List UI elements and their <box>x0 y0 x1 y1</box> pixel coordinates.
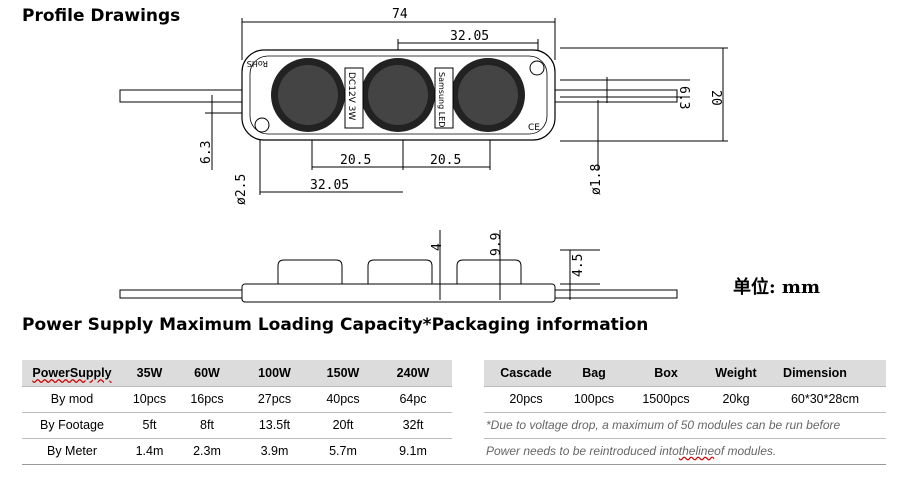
cell-cascade: 20pcs <box>509 392 543 406</box>
dim-height: 20 <box>708 90 723 106</box>
dim-side-4-5: 4.5 <box>571 254 586 277</box>
profile-drawing: 74 32.05 20.5 20.5 32.05 20 6.3 6.3 ø2.5… <box>119 7 728 303</box>
cell: 40pcs <box>326 392 360 406</box>
cell: 13.5ft <box>258 418 291 432</box>
header-240w: 240W <box>396 366 430 380</box>
cell: 10pcs <box>132 392 167 406</box>
dim-side-9-9: 9.9 <box>489 233 504 256</box>
dim-hole: ø2.5 <box>234 174 249 205</box>
led-lens-right <box>451 58 525 132</box>
ce-label: CE <box>528 123 540 133</box>
note-voltage-drop: *Due to voltage drop, a maximum of 50 mo… <box>486 418 841 432</box>
header-35w: 35W <box>136 366 163 380</box>
cell: 9.1m <box>399 444 427 458</box>
dim-wire: ø1.8 <box>589 164 604 195</box>
led-lens-left <box>271 58 345 132</box>
header-60w: 60W <box>194 366 220 380</box>
cell: 64pc <box>399 392 427 406</box>
note-text-a: Power needs to be reintroduced into <box>486 444 679 458</box>
note-text-c: of modules. <box>714 444 777 458</box>
dim-total-width: 74 <box>392 7 408 22</box>
header-150w: 150W <box>326 366 360 380</box>
cell-bag: 100pcs <box>573 392 615 406</box>
header-bag: Bag <box>582 366 606 380</box>
dim-pitch-bottom: 32.05 <box>310 178 349 193</box>
row-label-mod: By mod <box>50 392 94 406</box>
rohs-label: RoHS <box>247 59 268 68</box>
cell: 20ft <box>332 418 354 432</box>
cell: 16pcs <box>190 392 224 406</box>
mount-hole-left <box>254 117 270 133</box>
unit-label: 单位: mm <box>733 277 821 298</box>
dim-gap-left: 20.5 <box>340 153 371 168</box>
dim-ear-right: 6.3 <box>676 86 691 109</box>
cell-box: 1500pcs <box>642 392 690 406</box>
cell: 5.7m <box>329 444 357 458</box>
note-text-b: theline <box>678 444 715 458</box>
cell: 5ft <box>142 418 157 432</box>
cell: 8ft <box>200 418 214 432</box>
mount-hole-right <box>529 60 545 76</box>
led-lens-center <box>361 58 435 132</box>
note-reintroduce: Power needs to be reintroduced into thel… <box>486 438 882 464</box>
cell-dimension: 60*30*28cm <box>790 392 860 406</box>
divider <box>22 464 886 465</box>
dim-gap-right: 20.5 <box>430 153 461 168</box>
cell-weight: 20kg <box>722 392 750 406</box>
cell: 2.3m <box>193 444 221 458</box>
header-dimension: Dimension <box>783 366 847 380</box>
header-box: Box <box>654 366 678 380</box>
profile-drawings-title: Profile Drawings <box>22 6 181 26</box>
dim-side-4: 4 <box>430 243 445 251</box>
cell: 1.4m <box>135 444 164 458</box>
row-label-meter: By Meter <box>46 444 97 458</box>
cell: 27pcs <box>257 392 292 406</box>
header-cascade: Cascade <box>500 366 552 380</box>
brand-label: Samsung LED <box>437 72 446 127</box>
dim-pitch-top: 32.05 <box>450 29 489 44</box>
header-power-supply: PowerSupply <box>32 366 112 380</box>
cell: 32ft <box>402 418 424 432</box>
header-weight: Weight <box>715 366 757 380</box>
header-100w: 100W <box>258 366 291 380</box>
cell: 3.9m <box>260 444 289 458</box>
power-supply-title: Power Supply Maximum Loading Capacity*Pa… <box>22 315 649 335</box>
table-gap <box>452 360 484 464</box>
voltage-label: DC12V 3W <box>346 72 356 120</box>
dim-ear-left: 6.3 <box>199 141 214 164</box>
row-label-footage: By Footage <box>40 418 104 432</box>
